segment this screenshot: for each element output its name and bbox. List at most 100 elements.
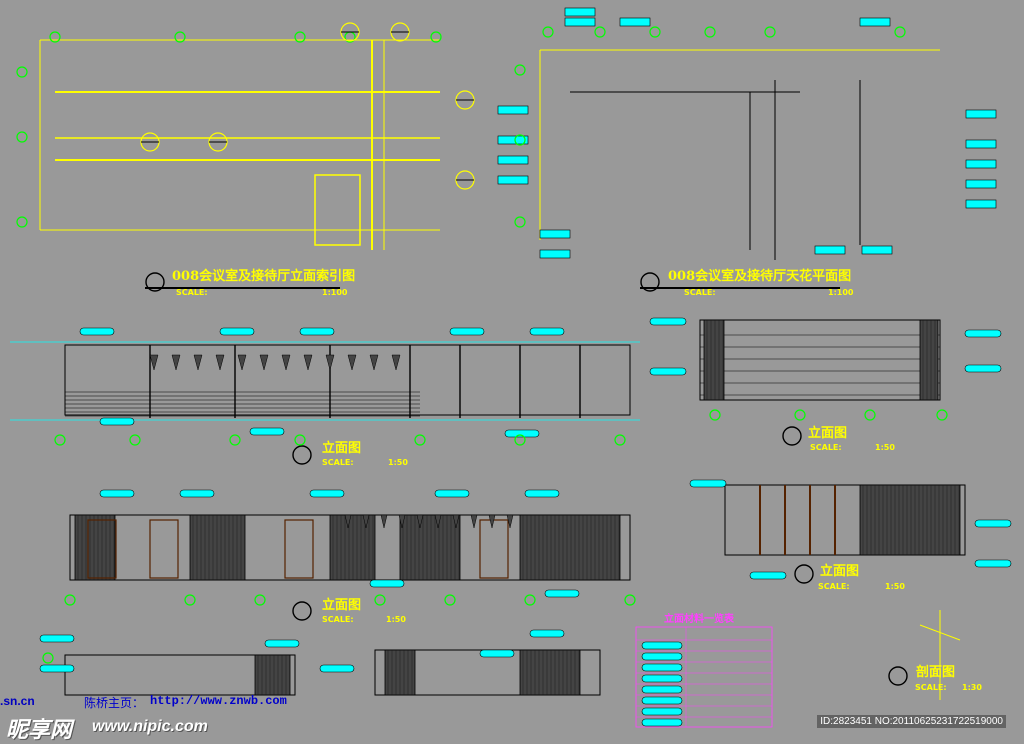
section-title: 剖面图 — [916, 664, 955, 680]
elevation-b-tag — [649, 317, 687, 326]
pendant-lamp — [416, 514, 424, 529]
ceiling-grid-bubble — [764, 26, 776, 38]
pendant-lamp — [149, 354, 159, 371]
tile-panel — [189, 514, 246, 581]
pendant-lamp — [325, 354, 335, 371]
plan-grid-bubble-top — [430, 31, 442, 43]
material-legend-table — [635, 626, 773, 728]
elevation-e-frame — [64, 654, 296, 696]
pendant-lamp — [215, 354, 225, 371]
cyan-label-box — [564, 17, 596, 27]
elevation-c-tag — [179, 489, 215, 498]
index-plan-title: 008会议室及接待厅立面索引图 — [172, 268, 355, 284]
cyan-label-box — [814, 245, 846, 255]
linework-layer — [10, 39, 966, 728]
plan-grid-bubble-left — [16, 216, 28, 228]
bottom-elevation-tag — [319, 664, 355, 673]
wood-door — [87, 519, 117, 579]
elevation-a-grid-bubble — [54, 434, 66, 446]
watermark-left-text: .sn.cn — [0, 694, 35, 708]
elevation-c-grid-bubble — [524, 594, 536, 606]
elevation-a-tag — [249, 427, 285, 436]
elevation-a-tag — [504, 429, 540, 438]
elevation-b-grid-bubble — [709, 409, 721, 421]
elevation-a-tag — [219, 327, 255, 336]
elevation-a-grid-bubble — [129, 434, 141, 446]
watermark-image-id: ID:2823451 NO:20110625231722519000 — [817, 715, 1006, 728]
pendant-lamp — [259, 354, 269, 371]
legend-tag — [641, 674, 683, 683]
title-callout-circle — [292, 601, 312, 621]
cyan-label-box — [965, 199, 997, 209]
elevation-d-tag — [974, 559, 1012, 568]
section-scale-label: SCALE: — [915, 683, 947, 692]
elevation-c-tag — [524, 489, 560, 498]
title-callout-circle — [640, 272, 660, 292]
watermark-logo: 昵享网 — [6, 717, 73, 742]
material-legend-title: 立面材料一览表 — [664, 614, 734, 625]
elevation-d-tag — [974, 519, 1012, 528]
bottom-grid-bubble — [42, 652, 54, 664]
cyan-label-box — [497, 175, 529, 185]
title-callout-circle — [145, 272, 165, 292]
pendant-lamp — [362, 514, 370, 529]
ceiling-grid-bubble — [594, 26, 606, 38]
cyan-label-box — [497, 135, 529, 145]
elevation-a-tag — [529, 327, 565, 336]
cyan-label-box — [619, 17, 651, 27]
elevation-b-scale-value: 1:50 — [875, 443, 895, 452]
bottom-elevation-tag — [39, 634, 75, 643]
elevation-a-frame — [64, 344, 631, 416]
elevation-c-tag — [99, 489, 135, 498]
pendant-lamp — [171, 354, 181, 371]
cyan-label-box — [539, 229, 571, 239]
pendant-lamp — [434, 514, 442, 529]
plan-grid-bubble-left — [16, 66, 28, 78]
elevation-b-title: 立面图 — [808, 425, 847, 441]
elevation-b-tag — [964, 329, 1002, 338]
elevation-c-scale-value: 1:50 — [885, 582, 905, 591]
pendant-lamp — [506, 514, 514, 529]
elevation-b-grid-bubble — [794, 409, 806, 421]
door-outline — [314, 174, 361, 246]
ceiling-grid-bubble-left — [514, 216, 526, 228]
ceiling-grid-bubble-left — [514, 64, 526, 76]
elevation-c-scale-label: SCALE: — [818, 582, 850, 591]
elevation-d-frame — [724, 484, 966, 556]
elevation-a-scale-label: SCALE: — [322, 458, 354, 467]
pendant-lamp — [380, 514, 388, 529]
cyan-label-box — [539, 249, 571, 259]
cyan-label-box — [965, 109, 997, 119]
elevation-d-scale-value: 1:50 — [386, 615, 406, 624]
elevation-a-grid-bubble — [514, 434, 526, 446]
ceiling-plan-title: 008会议室及接待厅天花平面图 — [668, 268, 851, 284]
pendant-lamp — [344, 514, 352, 529]
elevation-d-scale-label: SCALE: — [322, 615, 354, 624]
wood-door — [284, 519, 314, 579]
ceiling-plan-scale-value: 1:100 — [828, 288, 854, 297]
pendant-lamp — [237, 354, 247, 371]
elevation-b-frame — [699, 319, 941, 401]
bottom-elevation-tag — [479, 649, 515, 658]
pendant-lamp — [369, 354, 379, 371]
plan-grid-bubble-top — [294, 31, 306, 43]
cyan-label-box — [497, 155, 529, 165]
pendant-lamp — [398, 514, 406, 529]
pendant-lamp — [193, 354, 203, 371]
watermark-url[interactable]: http://www.znwb.com — [150, 694, 287, 708]
plan-grid-bubble-top — [174, 31, 186, 43]
cyan-label-box — [497, 105, 529, 115]
cyan-label-box — [965, 139, 997, 149]
pendant-lamp — [452, 514, 460, 529]
legend-tag — [641, 652, 683, 661]
tile-panel — [399, 514, 461, 581]
elevation-b-grid-bubble — [936, 409, 948, 421]
plan-grid-bubble-top — [49, 31, 61, 43]
title-callout-circle — [782, 426, 802, 446]
cyan-label-box — [965, 179, 997, 189]
pendant-lamp — [391, 354, 401, 371]
elevation-a-tag — [99, 417, 135, 426]
tile-panel — [859, 484, 961, 556]
elevation-c-grid-bubble — [64, 594, 76, 606]
legend-tag — [641, 718, 683, 727]
